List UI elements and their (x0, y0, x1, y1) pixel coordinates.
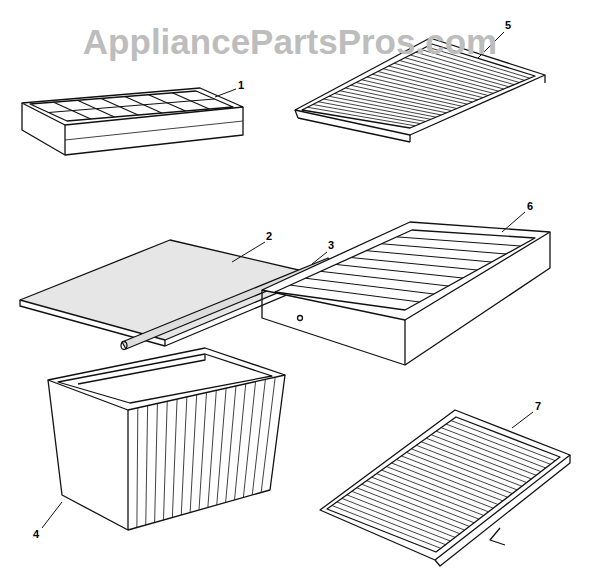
hatch-line (362, 484, 470, 526)
hatch-line (49, 99, 215, 113)
hatch-line (345, 88, 451, 111)
hatch-line (136, 408, 138, 528)
hatch-line (394, 63, 498, 91)
hatch-line (446, 424, 550, 464)
hatch-line (190, 395, 197, 513)
hatch-line (362, 80, 468, 104)
hatch-line (337, 502, 446, 545)
hatch-line (226, 386, 236, 503)
wire-shelf (320, 410, 570, 566)
hatch-line (441, 428, 546, 468)
callout-number: 7 (535, 401, 541, 412)
hatch-line (199, 393, 207, 511)
hatch-line (416, 445, 522, 486)
hatch-line (405, 58, 509, 87)
hatch-line (347, 495, 455, 538)
hatch-line (372, 74, 477, 100)
hatch-line (305, 278, 433, 294)
hatch-line (410, 55, 514, 85)
hatch-line (172, 399, 177, 517)
callout-number: 5 (505, 20, 511, 31)
callout-number: 2 (266, 231, 272, 242)
crisper-drawer (48, 348, 285, 530)
hatch-line (367, 481, 474, 523)
callout-number: 6 (527, 201, 533, 212)
hatch-line (431, 435, 536, 476)
callout-number: 1 (238, 80, 244, 91)
hatch-line (356, 83, 462, 107)
hatch-line (146, 406, 148, 525)
hatch-line (396, 459, 502, 500)
hatch-line (406, 452, 512, 493)
watermark: AppliancePartsPros.com (83, 24, 497, 59)
hatch-line (426, 438, 531, 479)
leader-lines (42, 32, 533, 528)
hatch-line (208, 390, 216, 507)
hatch-line (400, 61, 504, 90)
hatch-line (377, 474, 484, 516)
hatch-line (164, 401, 168, 520)
hatch-line (366, 251, 491, 262)
callout-number: 4 (33, 529, 39, 540)
hatch-line (382, 470, 489, 512)
callout-number: 3 (328, 240, 334, 251)
hatch-line (401, 456, 507, 497)
hatch-line (181, 397, 187, 515)
hatch-line (372, 477, 479, 519)
hatch-line (382, 244, 507, 254)
hatch-line (65, 121, 243, 140)
hatch-line (411, 449, 517, 490)
hatch-line (290, 285, 419, 302)
hatch-line (367, 77, 473, 102)
hatch-line (217, 388, 226, 505)
hatch-line (342, 498, 450, 541)
hatch-line (351, 85, 457, 108)
hatch-line (252, 379, 265, 495)
ribbed-tray (262, 222, 550, 365)
hatch-line (155, 403, 158, 522)
hatch-line (421, 442, 526, 483)
hatch-line (357, 488, 465, 530)
hatch-line (387, 467, 494, 509)
hatch-line (261, 377, 275, 492)
hatch-line (352, 491, 460, 533)
hatch-line (436, 431, 541, 471)
hatch-line (451, 421, 555, 461)
hatch-line (332, 505, 441, 548)
hatch-line (397, 237, 521, 246)
hatch-line (235, 384, 246, 500)
hatch-line (392, 463, 499, 505)
hatch-line (340, 91, 447, 113)
ice-tray (22, 88, 243, 155)
hatch-line (321, 271, 449, 286)
